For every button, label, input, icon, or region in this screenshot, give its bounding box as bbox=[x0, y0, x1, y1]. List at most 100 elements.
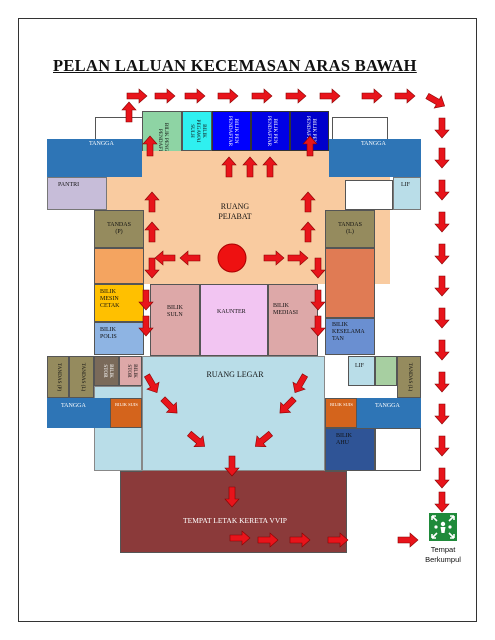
evacuation-arrow bbox=[434, 435, 450, 457]
evacuation-arrow bbox=[434, 179, 450, 201]
evacuation-arrow bbox=[434, 117, 450, 139]
evacuation-arrow bbox=[434, 467, 450, 489]
room-bilik-suis-right: BILIK SUIS bbox=[325, 398, 357, 428]
room-tangga-top-right: TANGGA bbox=[329, 139, 421, 177]
evacuation-arrow bbox=[254, 430, 274, 447]
evacuation-arrow bbox=[327, 532, 349, 548]
outline-room-bottom-right bbox=[375, 428, 421, 471]
evacuation-arrow bbox=[310, 289, 326, 311]
evacuation-arrow bbox=[302, 135, 318, 157]
assembly-label-line2: Berkumpul bbox=[425, 555, 461, 565]
ruang-legar-label: RUANG LEGAR bbox=[206, 370, 264, 379]
evacuation-arrow bbox=[394, 88, 416, 104]
area-ruang-pejabat-upper bbox=[182, 151, 329, 161]
room-bilik-pen-pendaftar-1: BILIK PEN PENDAFTAR bbox=[212, 111, 251, 151]
room-tandas-p: TANDAS (P) bbox=[94, 210, 144, 248]
ruang-pejabat-label: RUANG PEJABAT bbox=[218, 202, 252, 222]
evacuation-arrow bbox=[434, 147, 450, 169]
evacuation-arrow bbox=[221, 156, 237, 178]
evacuation-arrow bbox=[121, 101, 137, 123]
current-location-marker bbox=[217, 243, 247, 273]
evacuation-arrow bbox=[138, 289, 154, 311]
evacuation-arrow bbox=[425, 92, 446, 109]
evacuation-arrow bbox=[144, 221, 160, 243]
outline-room-right-mid bbox=[345, 180, 393, 210]
page-frame bbox=[18, 18, 477, 622]
evacuation-arrow bbox=[434, 307, 450, 329]
room-bilik-polis: BILIK POLIS bbox=[94, 322, 144, 355]
room-tandas-l: TANDAS (L) bbox=[325, 210, 375, 248]
evacuation-arrow bbox=[224, 486, 240, 508]
room-tandas-l-bottom: TANDAS (L) bbox=[69, 356, 94, 398]
evacuation-arrow bbox=[289, 532, 311, 548]
room-bilik-suis-left: BILIK SUIS bbox=[110, 398, 142, 428]
evacuation-arrow bbox=[142, 135, 158, 157]
room-tandas-l-bottom-right: TANDAS (L) bbox=[397, 356, 421, 398]
room-lif-bottom: LIF bbox=[348, 356, 375, 386]
evacuation-arrow bbox=[262, 156, 278, 178]
assembly-label-line1: Tempat bbox=[430, 545, 456, 554]
evacuation-arrow bbox=[144, 191, 160, 213]
evacuation-arrow bbox=[144, 257, 160, 279]
area-ruang-legar bbox=[142, 356, 325, 471]
outline-room-top-left bbox=[95, 117, 145, 142]
evacuation-arrow bbox=[179, 250, 201, 266]
evacuation-arrow bbox=[434, 275, 450, 297]
evacuation-arrow bbox=[361, 88, 383, 104]
evacuation-arrow bbox=[434, 491, 450, 513]
evacuation-arrow bbox=[319, 88, 341, 104]
room-bilik-mesin-cetak: BILIK MESIN CETAK bbox=[94, 284, 144, 322]
evacuation-arrow bbox=[310, 315, 326, 337]
evacuation-arrow bbox=[300, 191, 316, 213]
room-bilik-suln: BILIK SULN bbox=[150, 284, 200, 356]
evacuation-arrow bbox=[229, 530, 251, 546]
room-tandas-p-bottom: TANDAS (P) bbox=[47, 356, 69, 398]
evacuation-arrow bbox=[285, 88, 307, 104]
room-orange-right bbox=[325, 248, 375, 318]
area-tempat-letak-kereta-top bbox=[142, 471, 325, 481]
evacuation-arrow bbox=[242, 156, 258, 178]
room-kaunter: KAUNTER bbox=[200, 284, 268, 356]
evacuation-arrow bbox=[143, 373, 160, 394]
evacuation-arrow bbox=[279, 396, 297, 414]
assembly-point-icon bbox=[429, 513, 457, 541]
room-bilik-ahu: BILIK AHU bbox=[325, 428, 375, 471]
evacuation-arrow bbox=[160, 396, 178, 414]
room-bilik-pegawai-sulh: BILIK PEGAWAI SULH bbox=[182, 111, 212, 151]
evacuation-arrow bbox=[434, 403, 450, 425]
parking-label: TEMPAT LETAK KERETA VVIP bbox=[183, 516, 287, 525]
evacuation-arrow bbox=[217, 88, 239, 104]
evacuation-arrow bbox=[287, 250, 309, 266]
evacuation-arrow bbox=[434, 211, 450, 233]
room-bilik-stor-2: BILIK STOR bbox=[119, 356, 142, 386]
evacuation-arrow bbox=[292, 373, 309, 394]
page-title: PELAN LALUAN KECEMASAN ARAS BAWAH bbox=[53, 56, 417, 75]
evacuation-arrow bbox=[300, 221, 316, 243]
room-bilik-pen-pendaftar-2: BILIK PEN PENDAFTAR bbox=[251, 111, 290, 151]
assembly-point-label: Tempat Berkumpul bbox=[418, 545, 468, 565]
room-bilik-mediasi: BILIK MEDIASI bbox=[268, 284, 318, 356]
evacuation-arrow bbox=[251, 88, 273, 104]
room-pantri: PANTRI bbox=[47, 177, 107, 210]
room-bilik-stor-1: BILIK STOR bbox=[94, 356, 119, 386]
evacuation-arrow bbox=[154, 88, 176, 104]
evacuation-arrow bbox=[434, 243, 450, 265]
room-green-small bbox=[375, 356, 397, 386]
evacuation-arrow bbox=[263, 250, 285, 266]
room-bilik-keselamatan: BILIK KESELAMA TAN bbox=[325, 318, 375, 355]
evacuation-arrow bbox=[186, 430, 206, 447]
evacuation-arrow bbox=[310, 257, 326, 279]
evacuation-arrow bbox=[184, 88, 206, 104]
evacuation-arrow bbox=[257, 532, 279, 548]
evacuation-arrow bbox=[397, 532, 419, 548]
room-orange-left bbox=[94, 248, 144, 284]
evacuation-arrow bbox=[138, 315, 154, 337]
room-tangga-top-left: TANGGA bbox=[47, 139, 142, 177]
evacuation-arrow bbox=[434, 371, 450, 393]
evacuation-arrow bbox=[434, 339, 450, 361]
room-lif-top: LIF bbox=[393, 177, 421, 210]
evacuation-arrow bbox=[126, 88, 148, 104]
evacuation-arrow bbox=[224, 455, 240, 477]
evacuation-arrow bbox=[154, 250, 176, 266]
